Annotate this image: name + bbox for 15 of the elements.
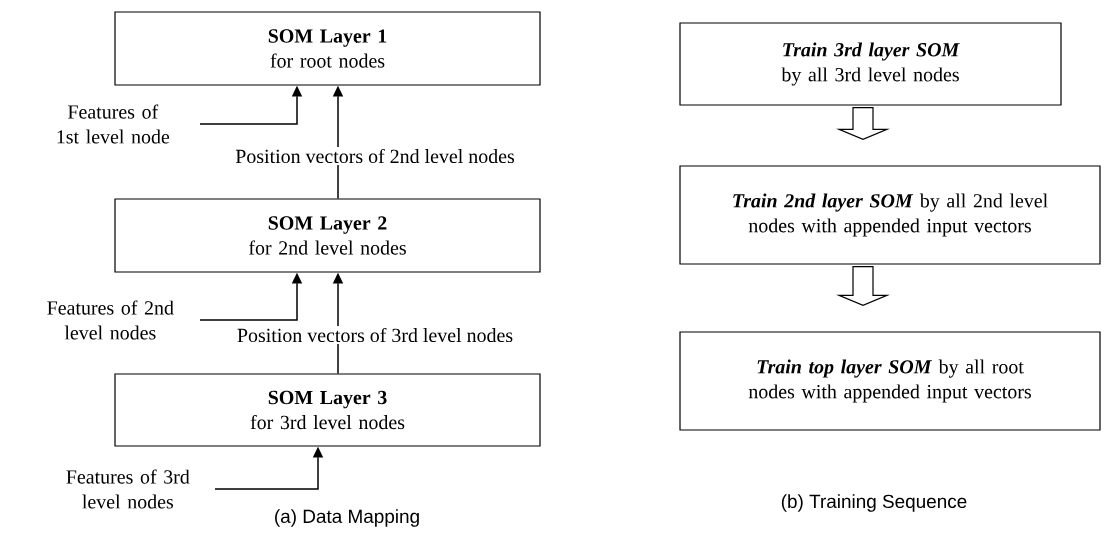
step-box: Train top layer SOM by all root nodes with appended input vectors bbox=[679, 331, 1101, 431]
layer-box: SOM Layer 3 for 3rd level nodes bbox=[114, 373, 541, 447]
edge-label: Position vectors of 2nd level nodes bbox=[233, 146, 517, 166]
layer-box: SOM Layer 2 for 2nd level nodes bbox=[114, 198, 541, 273]
caption: (a) Data Mapping bbox=[275, 509, 419, 527]
layer-box: SOM Layer 1 for root nodes bbox=[114, 11, 541, 86]
input-label: Features of 2nd level nodes bbox=[47, 300, 174, 340]
edge-label: Position vectors of 3rd level nodes bbox=[234, 325, 516, 345]
block-arrow bbox=[836, 266, 890, 307]
input-label: Features of 3rd level nodes bbox=[66, 469, 190, 509]
caption: (b) Training Sequence bbox=[781, 494, 967, 512]
block-arrow bbox=[836, 107, 890, 141]
step-box: Train 3rd layer SOM by all 3rd level nodes bbox=[679, 22, 1062, 106]
input-label: Features of 1st level node bbox=[57, 104, 170, 144]
step-box: Train 2nd layer SOM by all 2nd level nodes with appended input vectors bbox=[679, 165, 1101, 265]
